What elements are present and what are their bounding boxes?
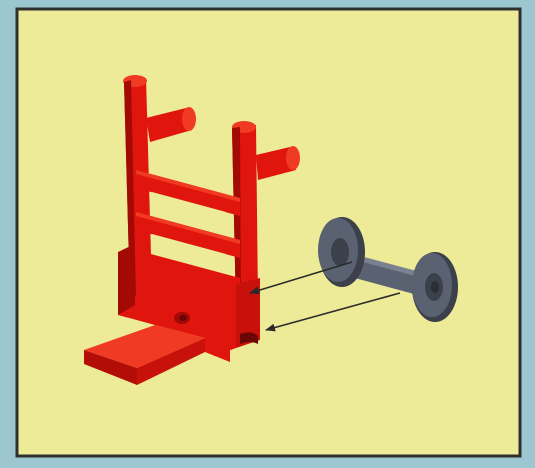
cart-axle-bracket [214, 284, 236, 356]
cart-axle-hole-inner [179, 315, 187, 321]
left-wheel-hub [331, 238, 349, 266]
instruction-panel [17, 9, 520, 456]
right-wheel-hub-hole [431, 281, 439, 293]
cart-right-handle-end [286, 146, 300, 170]
cart-left-handle-end [182, 107, 196, 131]
